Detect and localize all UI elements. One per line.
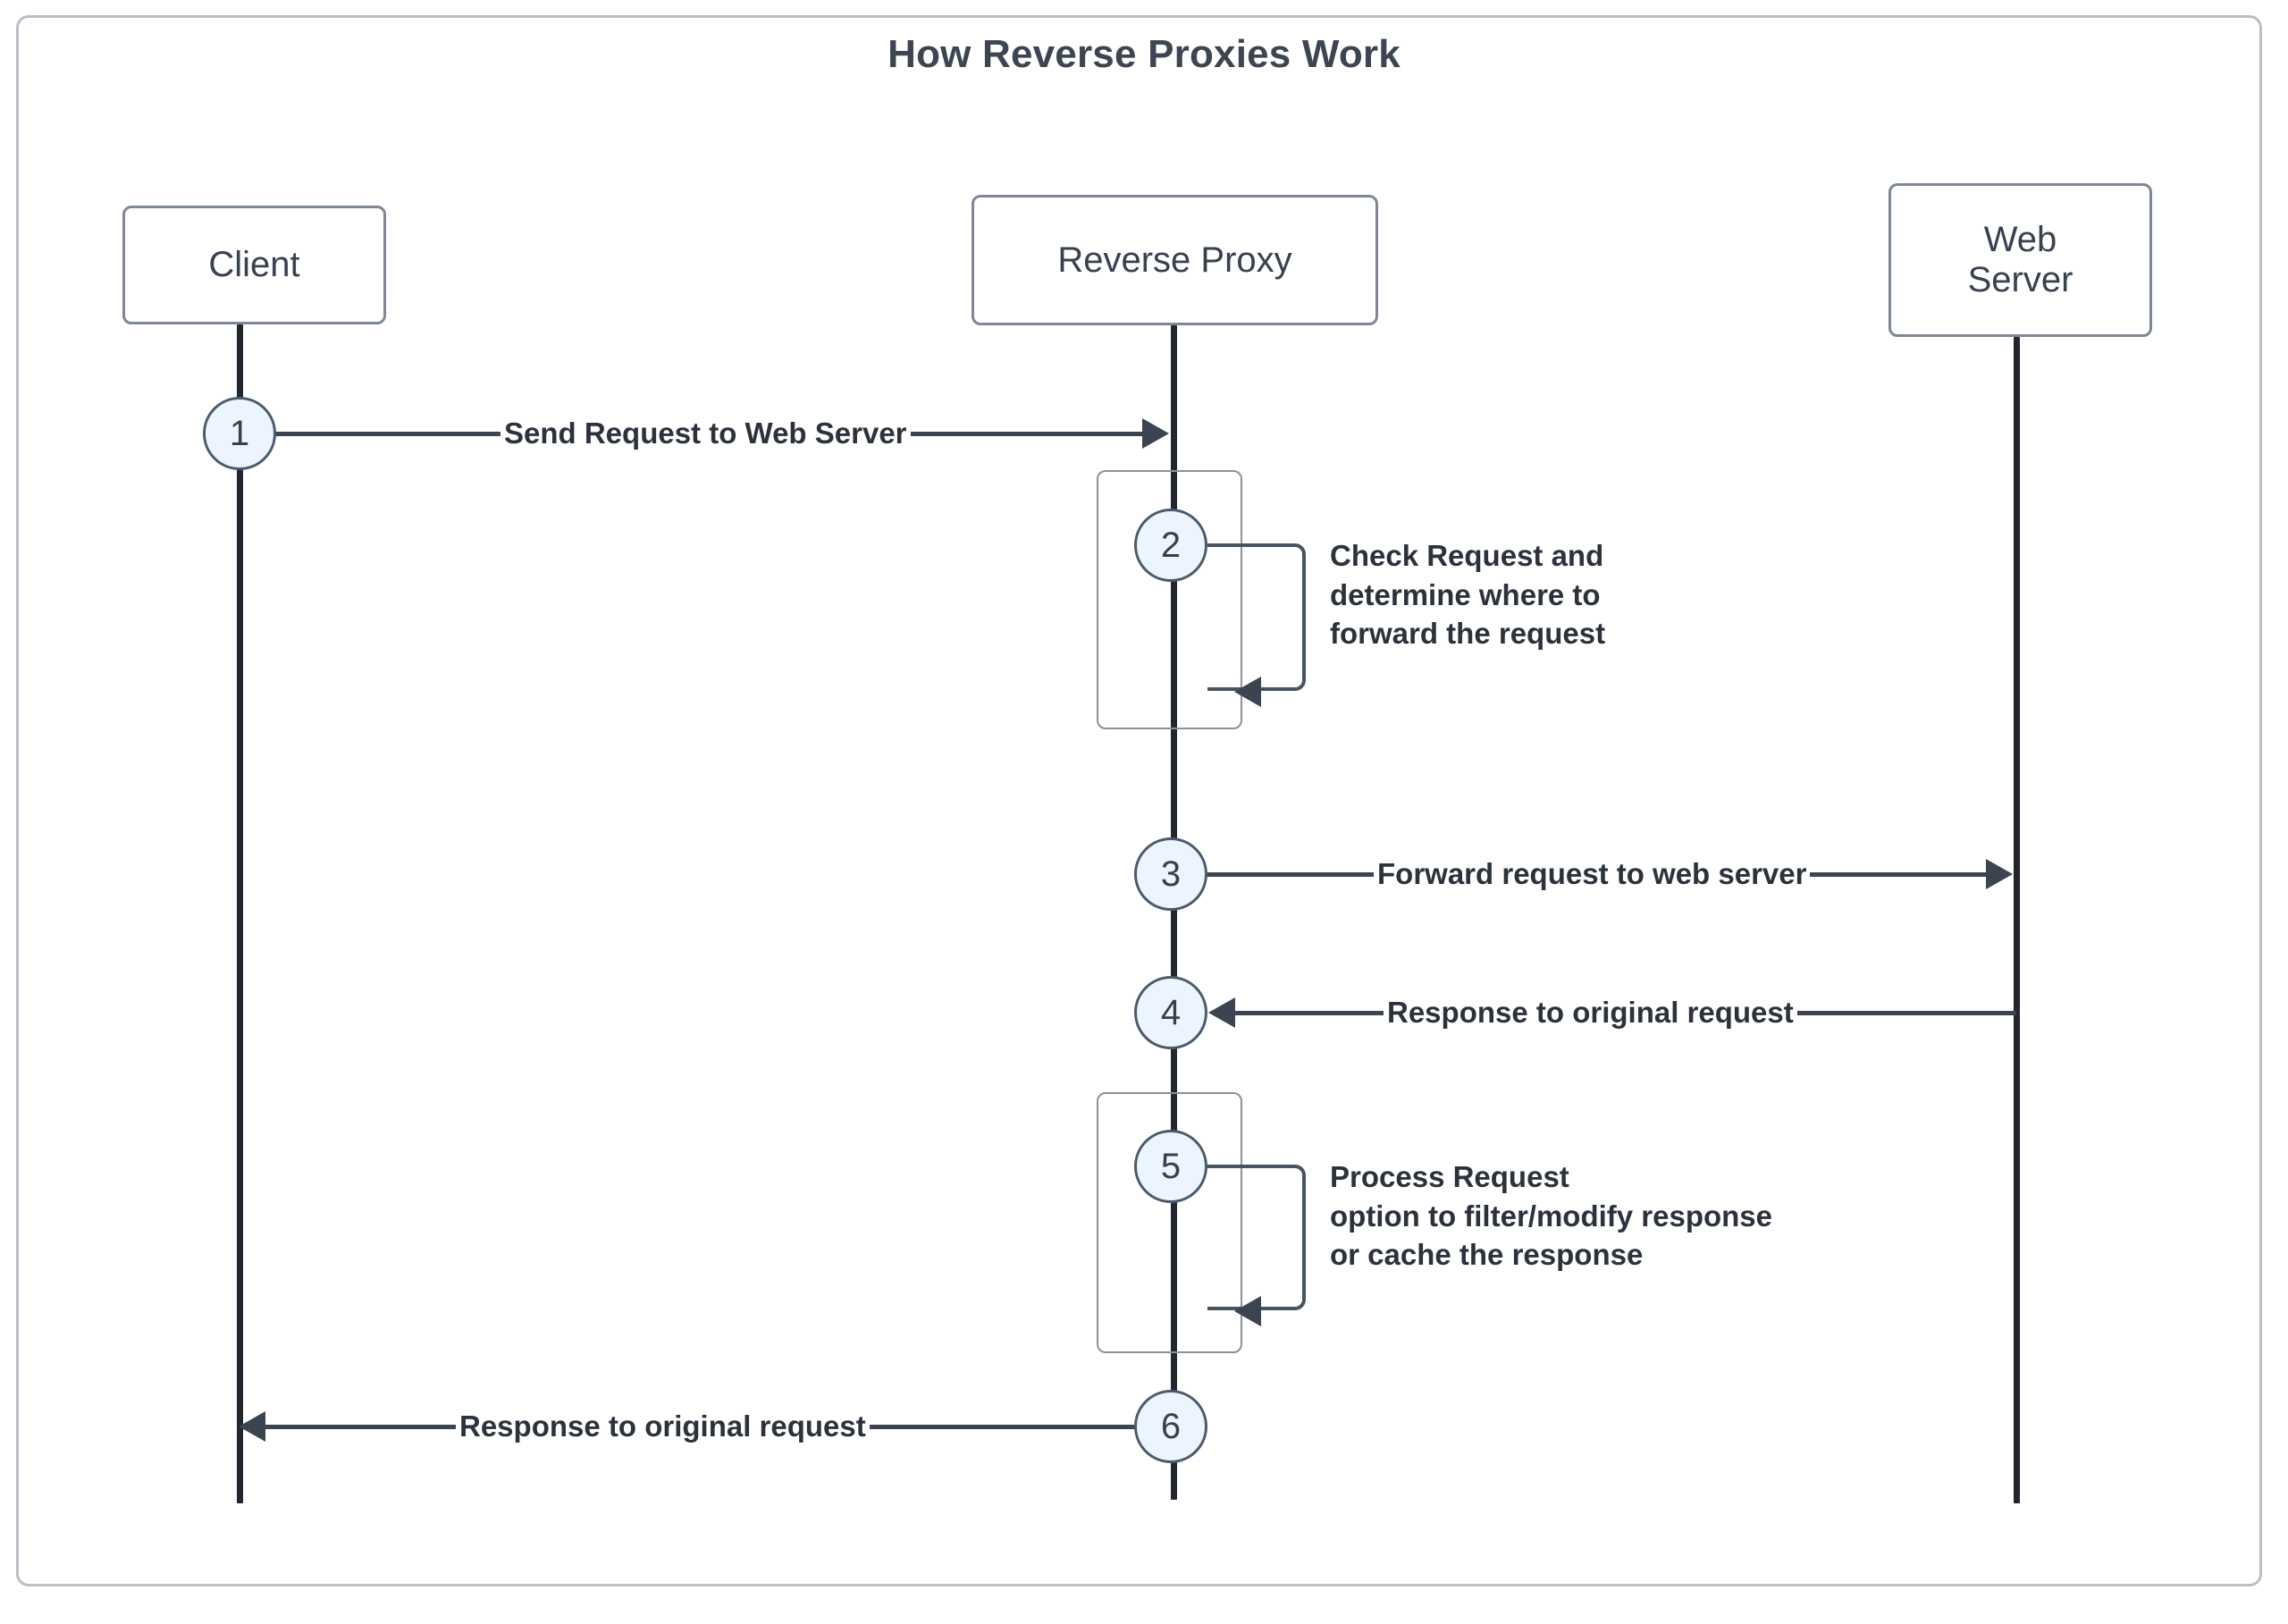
- step-marker-5[interactable]: 5: [1134, 1130, 1207, 1203]
- activation-box-step-2: [1097, 470, 1242, 729]
- lifeline-client: [237, 324, 243, 1503]
- participant-reverse-proxy[interactable]: Reverse Proxy: [972, 195, 1378, 325]
- step-marker-4-number: 4: [1160, 992, 1182, 1032]
- arrow-head-2: [1234, 677, 1261, 707]
- step-marker-1-number: 1: [229, 413, 250, 453]
- participant-web-server[interactable]: Web Server: [1888, 183, 2152, 337]
- step-marker-5-number: 5: [1160, 1146, 1182, 1186]
- note-label-2: Check Request and determine where to for…: [1330, 539, 1606, 651]
- participant-web-server-label: Web Server: [1967, 220, 2074, 299]
- arrow-head-4: [1208, 997, 1235, 1028]
- message-label-3: Forward request to web server: [1374, 857, 1811, 891]
- message-label-6: Response to original request: [456, 1409, 870, 1443]
- step-marker-2-number: 2: [1160, 525, 1182, 565]
- message-label-4: Response to original request: [1384, 996, 1797, 1030]
- participant-client[interactable]: Client: [122, 206, 386, 324]
- page-title: How Reverse Proxies Work: [887, 32, 1401, 76]
- message-label-1: Send Request to Web Server: [500, 417, 911, 450]
- step-marker-6-number: 6: [1160, 1406, 1182, 1446]
- self-loop-path-5: [1207, 1165, 1306, 1310]
- activation-box-step-5: [1097, 1092, 1242, 1353]
- self-loop-path-2: [1207, 543, 1306, 691]
- step-marker-2[interactable]: 2: [1134, 509, 1207, 582]
- arrow-head-3: [1986, 859, 2013, 889]
- step-marker-4[interactable]: 4: [1134, 976, 1207, 1049]
- arrow-head-6: [239, 1411, 265, 1442]
- step-marker-3-number: 3: [1160, 854, 1182, 894]
- step-marker-1[interactable]: 1: [203, 397, 276, 470]
- arrow-head-1: [1142, 418, 1169, 449]
- step-marker-3[interactable]: 3: [1134, 837, 1207, 911]
- participant-reverse-proxy-label: Reverse Proxy: [1057, 240, 1292, 280]
- arrow-head-5: [1234, 1296, 1261, 1326]
- note-label-5: Process Request option to filter/modify …: [1330, 1160, 1773, 1272]
- lifeline-web-server: [2014, 337, 2020, 1503]
- participant-client-label: Client: [208, 245, 300, 285]
- step-marker-6[interactable]: 6: [1134, 1390, 1207, 1463]
- lifeline-reverse-proxy: [1171, 325, 1177, 1500]
